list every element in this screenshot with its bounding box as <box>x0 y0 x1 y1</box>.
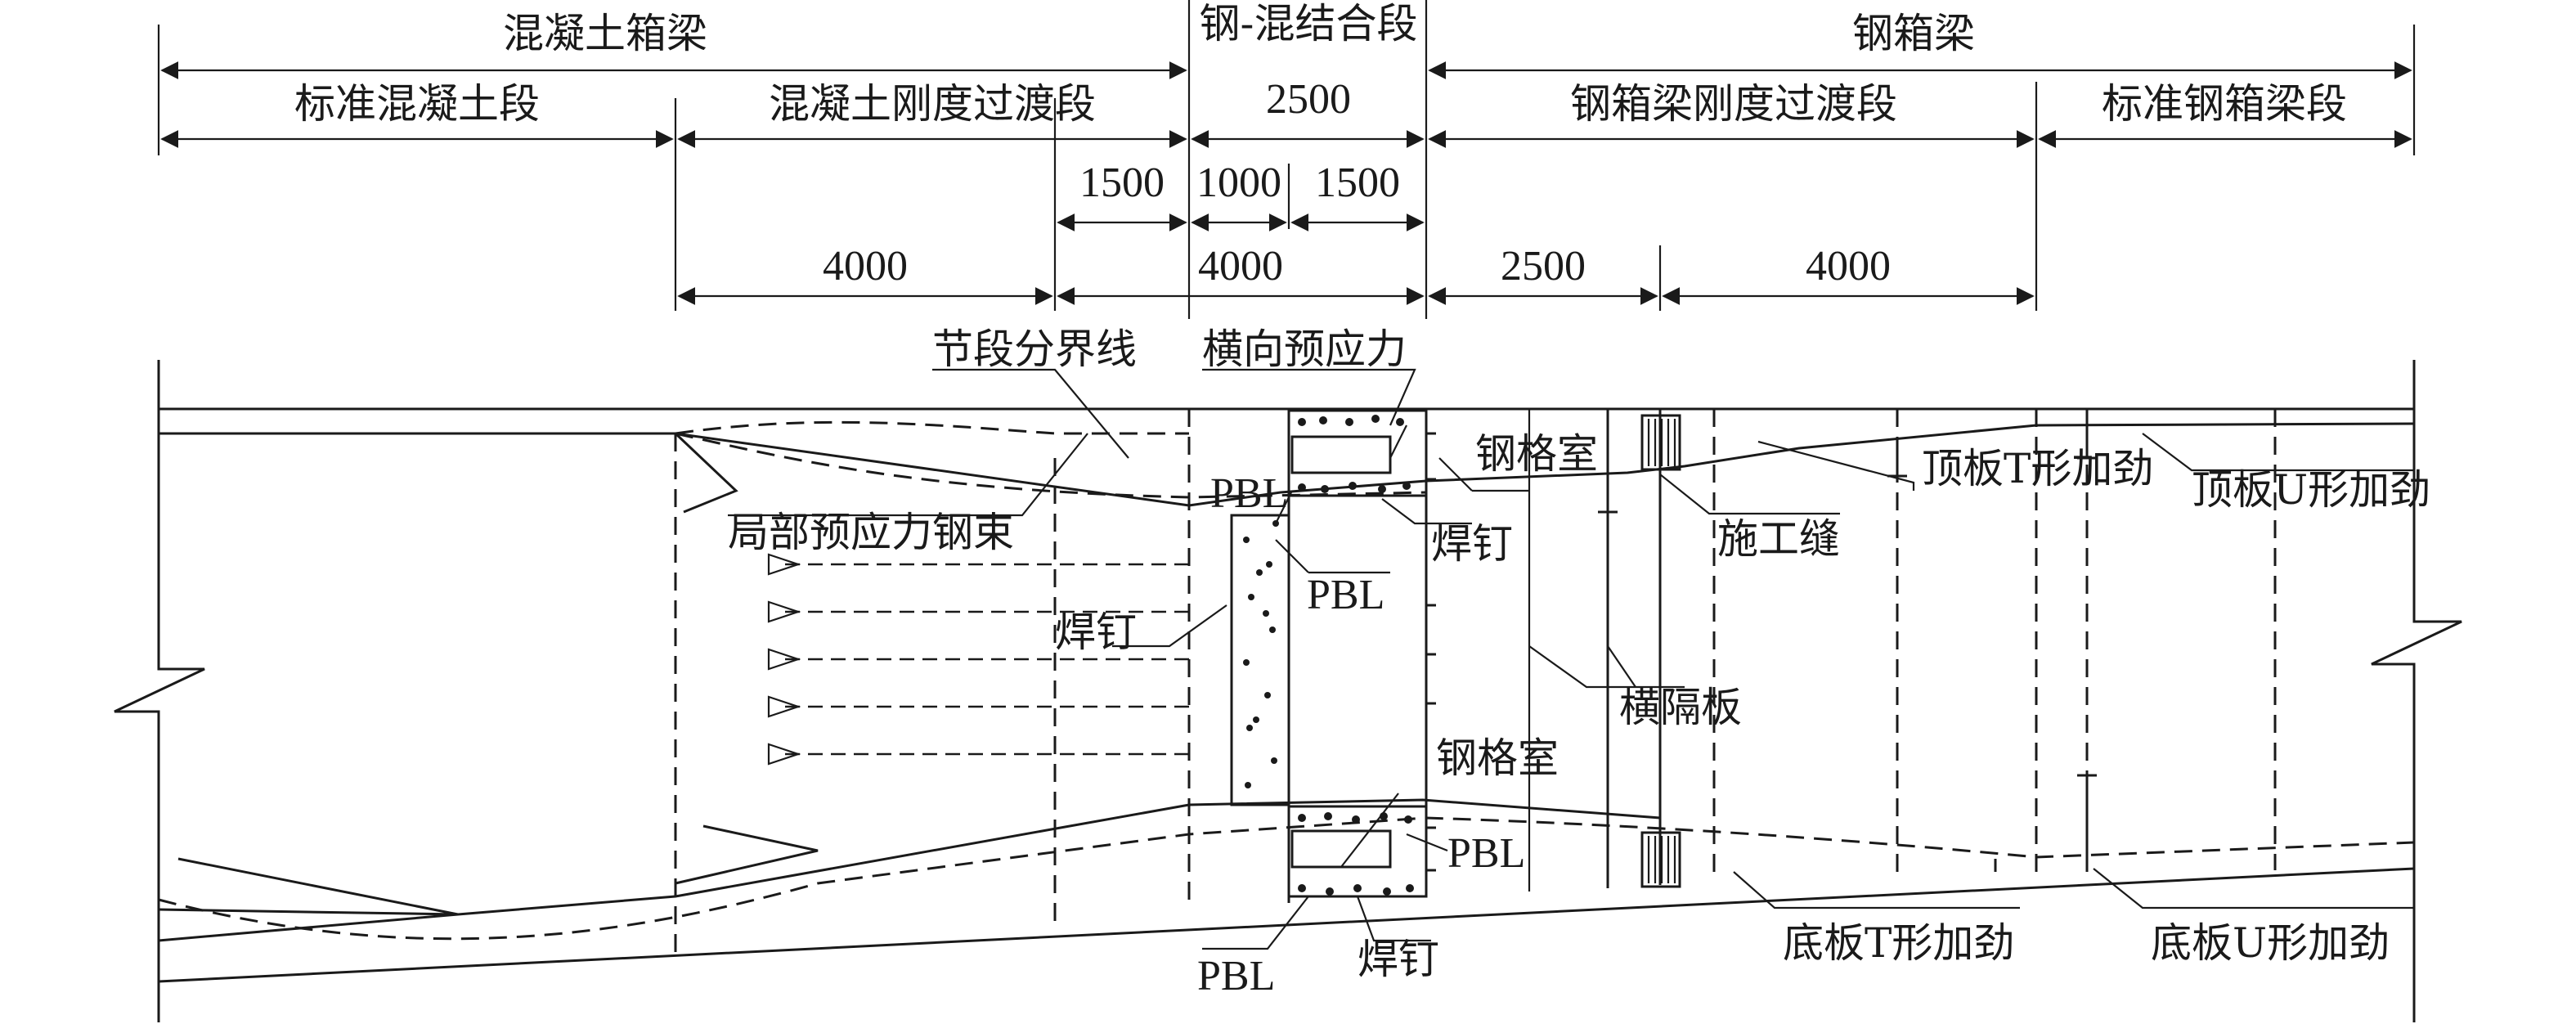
dim-2500: 2500 <box>1501 243 1586 290</box>
dim-4000-b: 4000 <box>1198 243 1283 290</box>
bottom-u-stiffener-label: 底板U形加劲 <box>2151 919 2390 967</box>
zone-joint-label: 钢-混结合段 <box>1200 0 1418 47</box>
local-prestress-tendons <box>158 420 2415 941</box>
dim-1000: 1000 <box>1196 159 1281 206</box>
segment-boundary-label: 节段分界线 <box>932 326 1137 373</box>
std-steel-segment-label: 标准钢箱梁段 <box>2102 80 2347 128</box>
steel-cell-top-label: 钢格室 <box>1475 430 1598 478</box>
stud-web-label: 焊钉 <box>1055 609 1137 656</box>
leader-lines <box>728 368 2414 950</box>
top-t-stiffener-label: 顶板T形加劲 <box>1922 445 2153 492</box>
pbl-bottom-left-label: PBL <box>1197 953 1275 999</box>
steel-cell-bottom-label: 钢格室 <box>1436 734 1559 782</box>
web-steel-cell <box>1230 514 1436 806</box>
top-steel-cell <box>1287 409 1436 497</box>
top-u-stiffener-label: 顶板U形加劲 <box>2192 466 2430 514</box>
construction-joint-label: 施工缝 <box>1717 515 1840 563</box>
concrete-transition-label: 混凝土刚度过渡段 <box>769 80 1096 128</box>
pbl-web-label: PBL <box>1307 572 1384 618</box>
dim-1500-right: 1500 <box>1315 159 1400 206</box>
stiffener-ticks <box>1598 425 2097 872</box>
dim-1500-left: 1500 <box>1079 159 1165 206</box>
pbl-bottom-right-label: PBL <box>1447 830 1525 877</box>
zone-steel-label: 钢箱梁 <box>1852 10 1975 57</box>
bottom-t-stiffener-label: 底板T形加劲 <box>1783 919 2014 967</box>
std-concrete-segment-label: 标准混凝土段 <box>294 80 540 128</box>
diaphragm-label: 横隔板 <box>1619 684 1742 731</box>
joint-length-label: 2500 <box>1266 76 1351 123</box>
dim-4000-c: 4000 <box>1806 243 1891 290</box>
pbl-top-label: PBL <box>1210 470 1288 517</box>
local-tendon-label: 局部预应力钢束 <box>728 509 1014 556</box>
zone-concrete-label: 混凝土箱梁 <box>503 10 707 57</box>
dimension-chains <box>157 0 2416 319</box>
transverse-prestress-label: 横向预应力 <box>1202 326 1407 373</box>
steel-transition-label: 钢箱梁刚度过渡段 <box>1570 80 1897 128</box>
construction-joint-blocks <box>1640 414 1681 888</box>
dim-4000-a: 4000 <box>823 243 908 290</box>
stud-bottom-label: 焊钉 <box>1358 936 1439 983</box>
stud-top-label: 焊钉 <box>1431 520 1513 568</box>
